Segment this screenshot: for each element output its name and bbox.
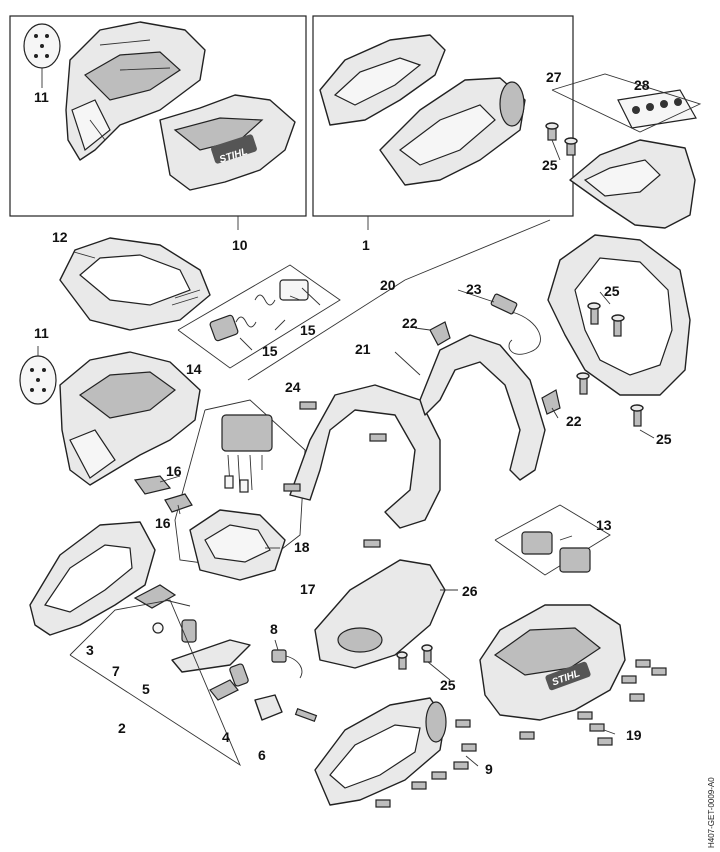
upper-cover xyxy=(59,237,211,331)
housing-shell-right: STIHL xyxy=(159,94,296,191)
callout-23: 23 xyxy=(466,281,482,297)
callout-11-bottom: 11 xyxy=(34,325,49,341)
bracket-20 xyxy=(404,219,551,281)
callout-19: 19 xyxy=(626,727,642,743)
callout-9: 9 xyxy=(485,761,493,777)
housing-shell-left xyxy=(65,21,206,161)
document-code: H407-GET-0009-A0 xyxy=(707,777,716,848)
handle-half-lower xyxy=(314,697,447,806)
callout-7: 7 xyxy=(112,663,120,679)
callout-12: 12 xyxy=(52,229,68,245)
rubber-pad-top xyxy=(23,23,61,69)
callout-15-a: 15 xyxy=(300,322,316,338)
callout-18: 18 xyxy=(294,539,310,555)
handle-tube-24 xyxy=(289,384,441,529)
handle-housing-right xyxy=(379,77,526,186)
bracket-27 xyxy=(551,73,702,133)
handle-bar-21 xyxy=(419,334,546,481)
clip-22-a xyxy=(429,321,451,346)
bracket-13 xyxy=(494,504,611,576)
callout-26: 26 xyxy=(462,583,478,599)
switch-housing xyxy=(189,509,286,581)
callout-3: 3 xyxy=(86,642,94,658)
bracket-2-group xyxy=(69,599,241,767)
label-sticker xyxy=(617,89,697,129)
screw-set-25-mid xyxy=(576,302,644,427)
callout-20: 20 xyxy=(380,277,396,293)
bracket-24 xyxy=(247,279,406,381)
bracket-14 xyxy=(177,264,341,369)
rubber-pad-bottom xyxy=(19,355,57,405)
motor-housing: STIHL xyxy=(479,604,626,721)
callout-25-a: 25 xyxy=(542,157,558,173)
callout-22-b: 22 xyxy=(566,413,582,429)
callout-10: 10 xyxy=(232,237,248,253)
callout-25-b: 25 xyxy=(604,283,620,299)
callout-labels: 1 2 3 4 5 6 7 8 9 10 11 11 12 13 14 15 1… xyxy=(34,69,672,777)
handle-screws-24 xyxy=(283,401,387,548)
clip-22-b xyxy=(541,389,561,415)
clip-16-a xyxy=(133,475,172,495)
callout-11-top: 11 xyxy=(34,89,49,105)
callout-15-b: 15 xyxy=(262,343,278,359)
screw-set-25-top xyxy=(545,122,578,156)
callout-25-d: 25 xyxy=(440,677,456,693)
pad-13-b xyxy=(559,547,591,573)
lower-cover xyxy=(314,559,446,669)
callout-1: 1 xyxy=(362,237,370,253)
callout-24: 24 xyxy=(285,379,301,395)
housing-assembly-frame xyxy=(9,15,307,217)
callout-8: 8 xyxy=(270,621,278,637)
callout-6: 6 xyxy=(258,747,266,763)
housing-half-lower-left xyxy=(29,521,156,636)
cable-23 xyxy=(490,293,541,355)
callout-25-c: 25 xyxy=(656,431,672,447)
screws-25-lower xyxy=(396,644,433,670)
housing-shell-mid xyxy=(59,351,201,486)
electronics-module xyxy=(221,414,273,493)
trigger-assembly xyxy=(133,584,318,723)
pad-13-a xyxy=(521,531,553,555)
callout-14: 14 xyxy=(186,361,202,377)
callout-21: 21 xyxy=(355,341,371,357)
callout-27: 27 xyxy=(546,69,562,85)
callout-5: 5 xyxy=(142,681,150,697)
handle-housing-left xyxy=(319,34,446,126)
callout-leaders xyxy=(73,251,616,767)
callout-16-a: 16 xyxy=(166,463,182,479)
callout-22-a: 22 xyxy=(402,315,418,331)
callout-17: 17 xyxy=(300,581,316,597)
screws-9 xyxy=(375,719,477,808)
callout-13: 13 xyxy=(596,517,612,533)
top-cover xyxy=(569,139,696,229)
callout-2: 2 xyxy=(118,720,126,736)
switch-contacts xyxy=(209,279,309,342)
callout-16-b: 16 xyxy=(155,515,171,531)
callout-4: 4 xyxy=(222,729,230,745)
clip-16-b xyxy=(164,493,193,513)
screws-19 xyxy=(519,659,667,746)
handle-housing-frame xyxy=(312,15,574,217)
callout-28: 28 xyxy=(634,77,650,93)
